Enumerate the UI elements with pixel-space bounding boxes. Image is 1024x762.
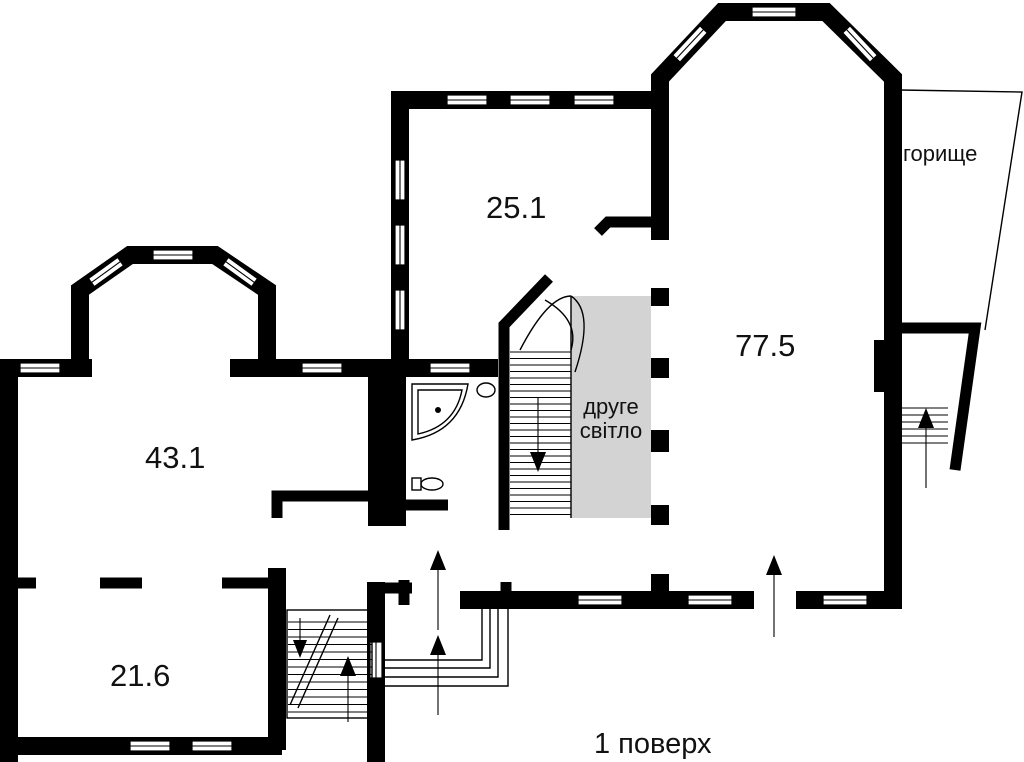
- arrow-up-icon: [430, 550, 446, 570]
- sink-icon: [476, 382, 496, 398]
- room-area-21-6: 21.6: [110, 658, 171, 693]
- arrow-up-icon: [430, 635, 446, 655]
- entrance-paths: [384, 608, 509, 687]
- arrow-down-icon: [293, 640, 307, 658]
- room-area-77-5: 77.5: [735, 328, 796, 363]
- second-light-label-1: друге: [583, 394, 639, 419]
- arrow-up-icon: [766, 555, 782, 575]
- attic-outline: [899, 89, 1023, 331]
- walls: [0, 3, 982, 762]
- room-area-43-1: 43.1: [145, 440, 206, 475]
- lower-staircase: [286, 609, 373, 719]
- arrow-down-icon: [530, 452, 546, 472]
- arrow-up-icon: [340, 656, 356, 676]
- bathroom-fixtures: [411, 382, 496, 491]
- column-piers: [651, 288, 669, 592]
- second-light-label-2: світло: [579, 418, 643, 443]
- toilet-icon: [420, 477, 444, 491]
- toilet-tank: [411, 477, 422, 491]
- arrow-up-icon: [918, 408, 934, 428]
- floor-label: 1 поверх: [594, 728, 712, 760]
- arrows: [293, 398, 934, 722]
- corner-bath-icon: [411, 383, 469, 441]
- attic-label: горище: [903, 141, 978, 166]
- windows: [19, 6, 879, 752]
- main-staircase: [510, 295, 585, 518]
- room-area-25-1: 25.1: [486, 190, 547, 225]
